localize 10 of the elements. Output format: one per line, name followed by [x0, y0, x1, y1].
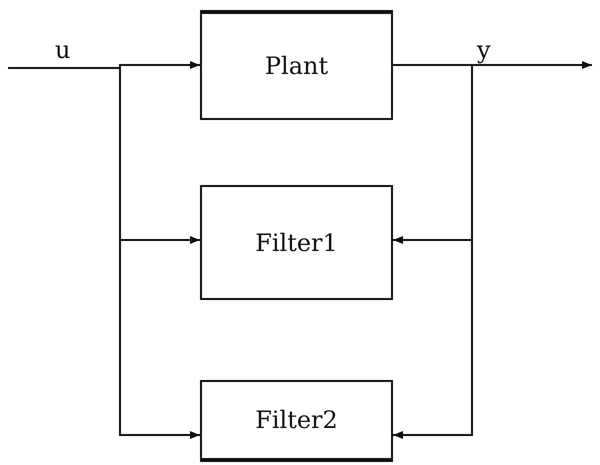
block-box — [200, 10, 393, 120]
signal-label: y — [477, 38, 491, 62]
signal-label: u — [55, 38, 70, 62]
block-box — [200, 380, 393, 462]
block-label: Plant — [264, 52, 328, 80]
block-box — [200, 185, 393, 300]
block-label: Filter2 — [255, 406, 338, 434]
arrow — [8, 67, 200, 439]
arrow — [393, 64, 473, 439]
block-label: Filter1 — [255, 228, 338, 256]
